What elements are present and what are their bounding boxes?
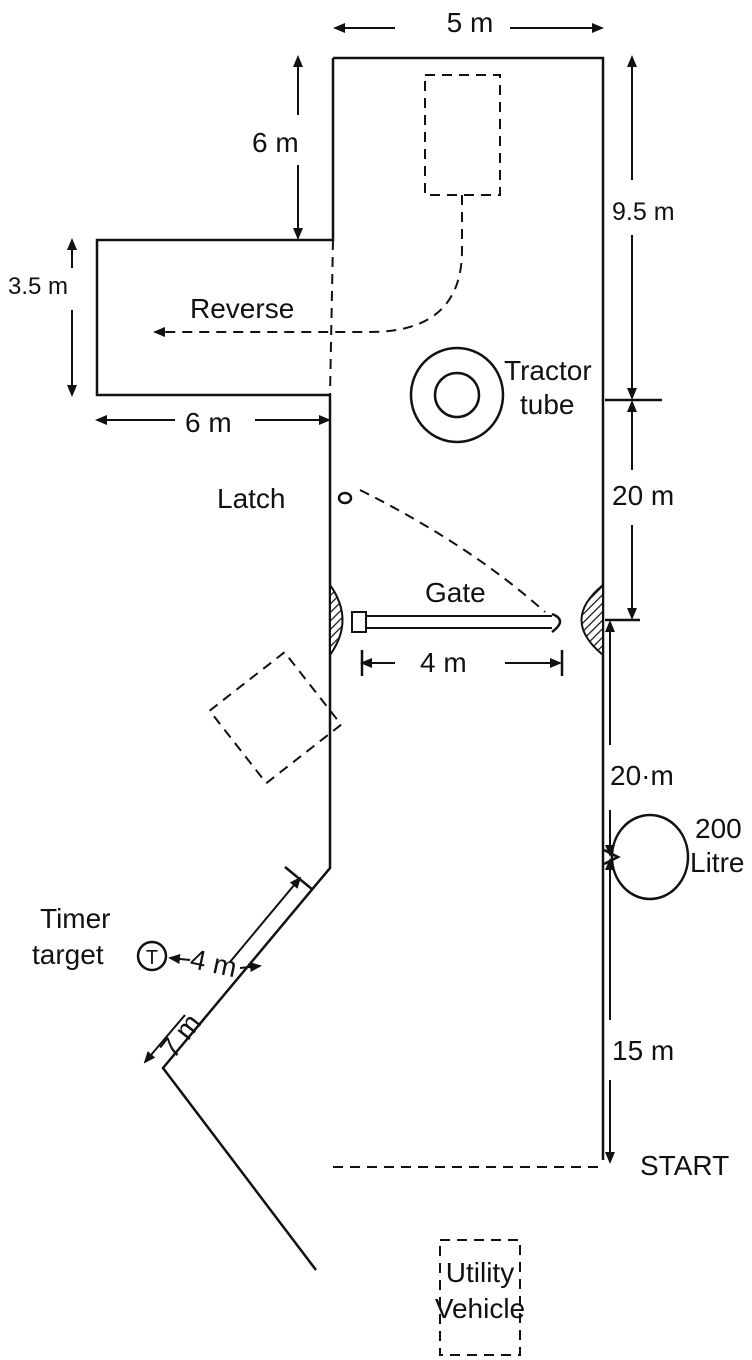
vehicle-utility-label: Utility [446,1257,514,1288]
reverse-label: Reverse [190,293,294,324]
parking-box-angled [208,650,343,785]
labels: 5 m 6 m 9.5 m 3.5 m Reverse Tractor tube… [8,7,744,1324]
right-upper-label: 9.5 m [612,198,675,226]
latch-label: Latch [217,483,286,514]
right-mid-label: 20 m [612,480,674,511]
gate-post-icon [329,581,344,659]
start-label: START [640,1150,729,1181]
reverse-path [153,195,463,337]
top-width-label: 5 m [447,7,494,38]
parking-box-top [424,74,501,196]
tractor-tube-icon [409,346,505,444]
drum-icon [610,813,690,901]
utility-vehicle-box [439,1239,521,1356]
dashed-paths [153,74,603,1356]
dimension-arrows [67,23,662,1164]
bay-height-label: 3.5 m [8,273,68,300]
drum-200-label: 200 [695,813,742,844]
left-upper-label: 6 m [252,127,299,158]
right-bottom-label: 15 m [612,1035,674,1066]
timer-target-icon: T [136,940,168,972]
gate-width-label: 4 m [420,647,467,678]
bay-width-label: 6 m [185,407,232,438]
gate-post-icon [580,582,604,658]
angled-distance-label: 7 m [154,1008,207,1064]
gate-label: Gate [425,577,486,608]
drum-litre-label: Litre [690,847,744,878]
bay-entry-line [329,239,334,396]
vehicle-vehicle-label: Vehicle [435,1293,525,1324]
svg-text:T: T [146,947,158,969]
tube-label: tube [520,389,575,420]
right-lower-label: 20·m [610,760,674,791]
latch-icon [337,491,353,505]
timer-label: Timer [40,903,111,934]
target-label: target [32,939,104,970]
tractor-label: Tractor [504,355,592,386]
course-outline [95,56,605,1271]
timer-distance-label: 4 m [188,943,240,983]
gate-assembly [329,581,604,659]
